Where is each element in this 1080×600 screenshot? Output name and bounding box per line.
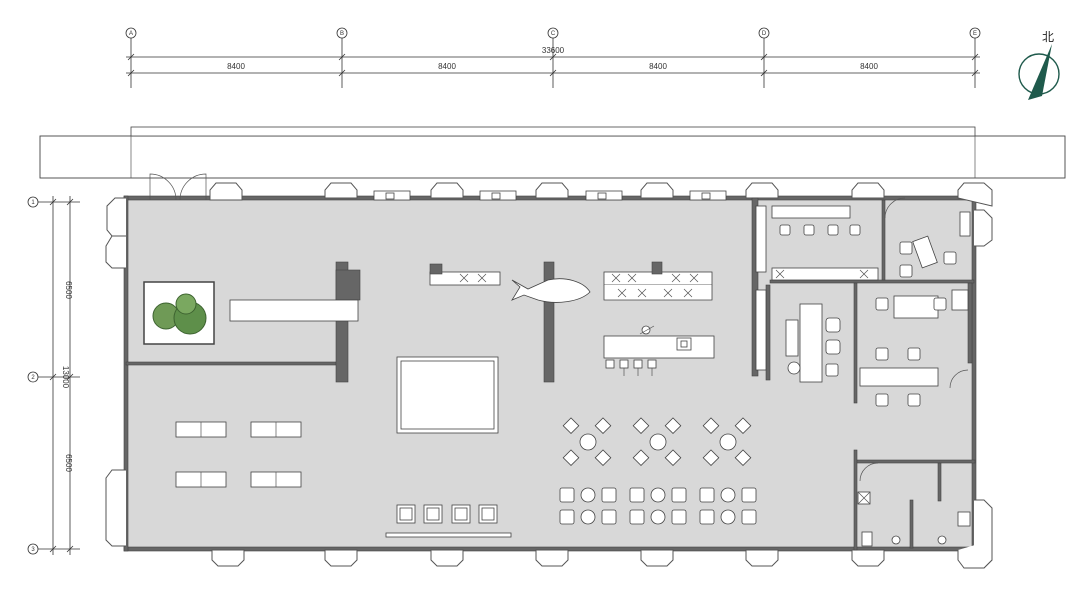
dining-group-2 [629,487,687,525]
bar-counter [603,325,715,376]
axis-bubble-a: A [125,27,137,39]
north-arrow-icon: 北 [1018,30,1060,100]
north-window-frames [373,190,727,201]
entrance-door [149,173,207,201]
svg-text:B: B [340,31,344,37]
svg-text:E: E [973,31,977,37]
axis-bubble-e: E [969,27,981,39]
left-dimension-chain: 13000 6500 6500 1 2 3 [27,196,80,555]
svg-text:A: A [129,31,133,37]
axis-bubble-1: 1 [27,196,39,208]
svg-text:1: 1 [31,200,35,206]
cafe-table-set-3 [702,417,752,467]
dining-group-1 [559,487,617,525]
dim-side-span-2: 6500 [64,454,73,472]
top-dimension-chain: 33600 8400 8400 8400 8400 A B C D E [125,27,981,88]
axis-bubble-b: B [336,27,348,39]
meeting-room [755,289,841,383]
axis-bubble-d: D [758,27,770,39]
shelf-units [429,261,713,301]
dim-span-4: 8400 [860,62,878,71]
perimeter-piers [105,182,993,569]
axis-bubble-2: 2 [27,371,39,383]
cafe-table-set-1 [562,417,612,467]
svg-text:2: 2 [31,375,35,381]
dim-side-total: 13000 [61,366,70,389]
axis-bubble-3: 3 [27,543,39,555]
manager-office [884,197,971,278]
svg-text:C: C [551,31,556,37]
display-pedestals [385,504,512,538]
svg-text:3: 3 [31,547,35,553]
svg-text:D: D [762,31,767,37]
dim-span-3: 8400 [649,62,667,71]
cafe-table-set-2 [632,417,682,467]
display-bench [229,299,359,322]
axis-bubble-c: C [547,27,559,39]
dim-side-span-1: 6500 [64,281,73,299]
office-workstations [755,205,879,281]
dim-span-2: 8400 [438,62,456,71]
north-label: 北 [1042,30,1054,44]
dim-span-1: 8400 [227,62,245,71]
whale-sculpture-icon [511,278,591,303]
restrooms [857,462,971,547]
dining-group-3 [699,487,757,525]
staff-office [859,289,969,407]
planter-icon [143,281,215,345]
exhibition-tables [175,421,302,488]
display-platform [396,356,499,434]
dim-total: 33600 [542,46,565,55]
canopy-band [39,126,1066,179]
